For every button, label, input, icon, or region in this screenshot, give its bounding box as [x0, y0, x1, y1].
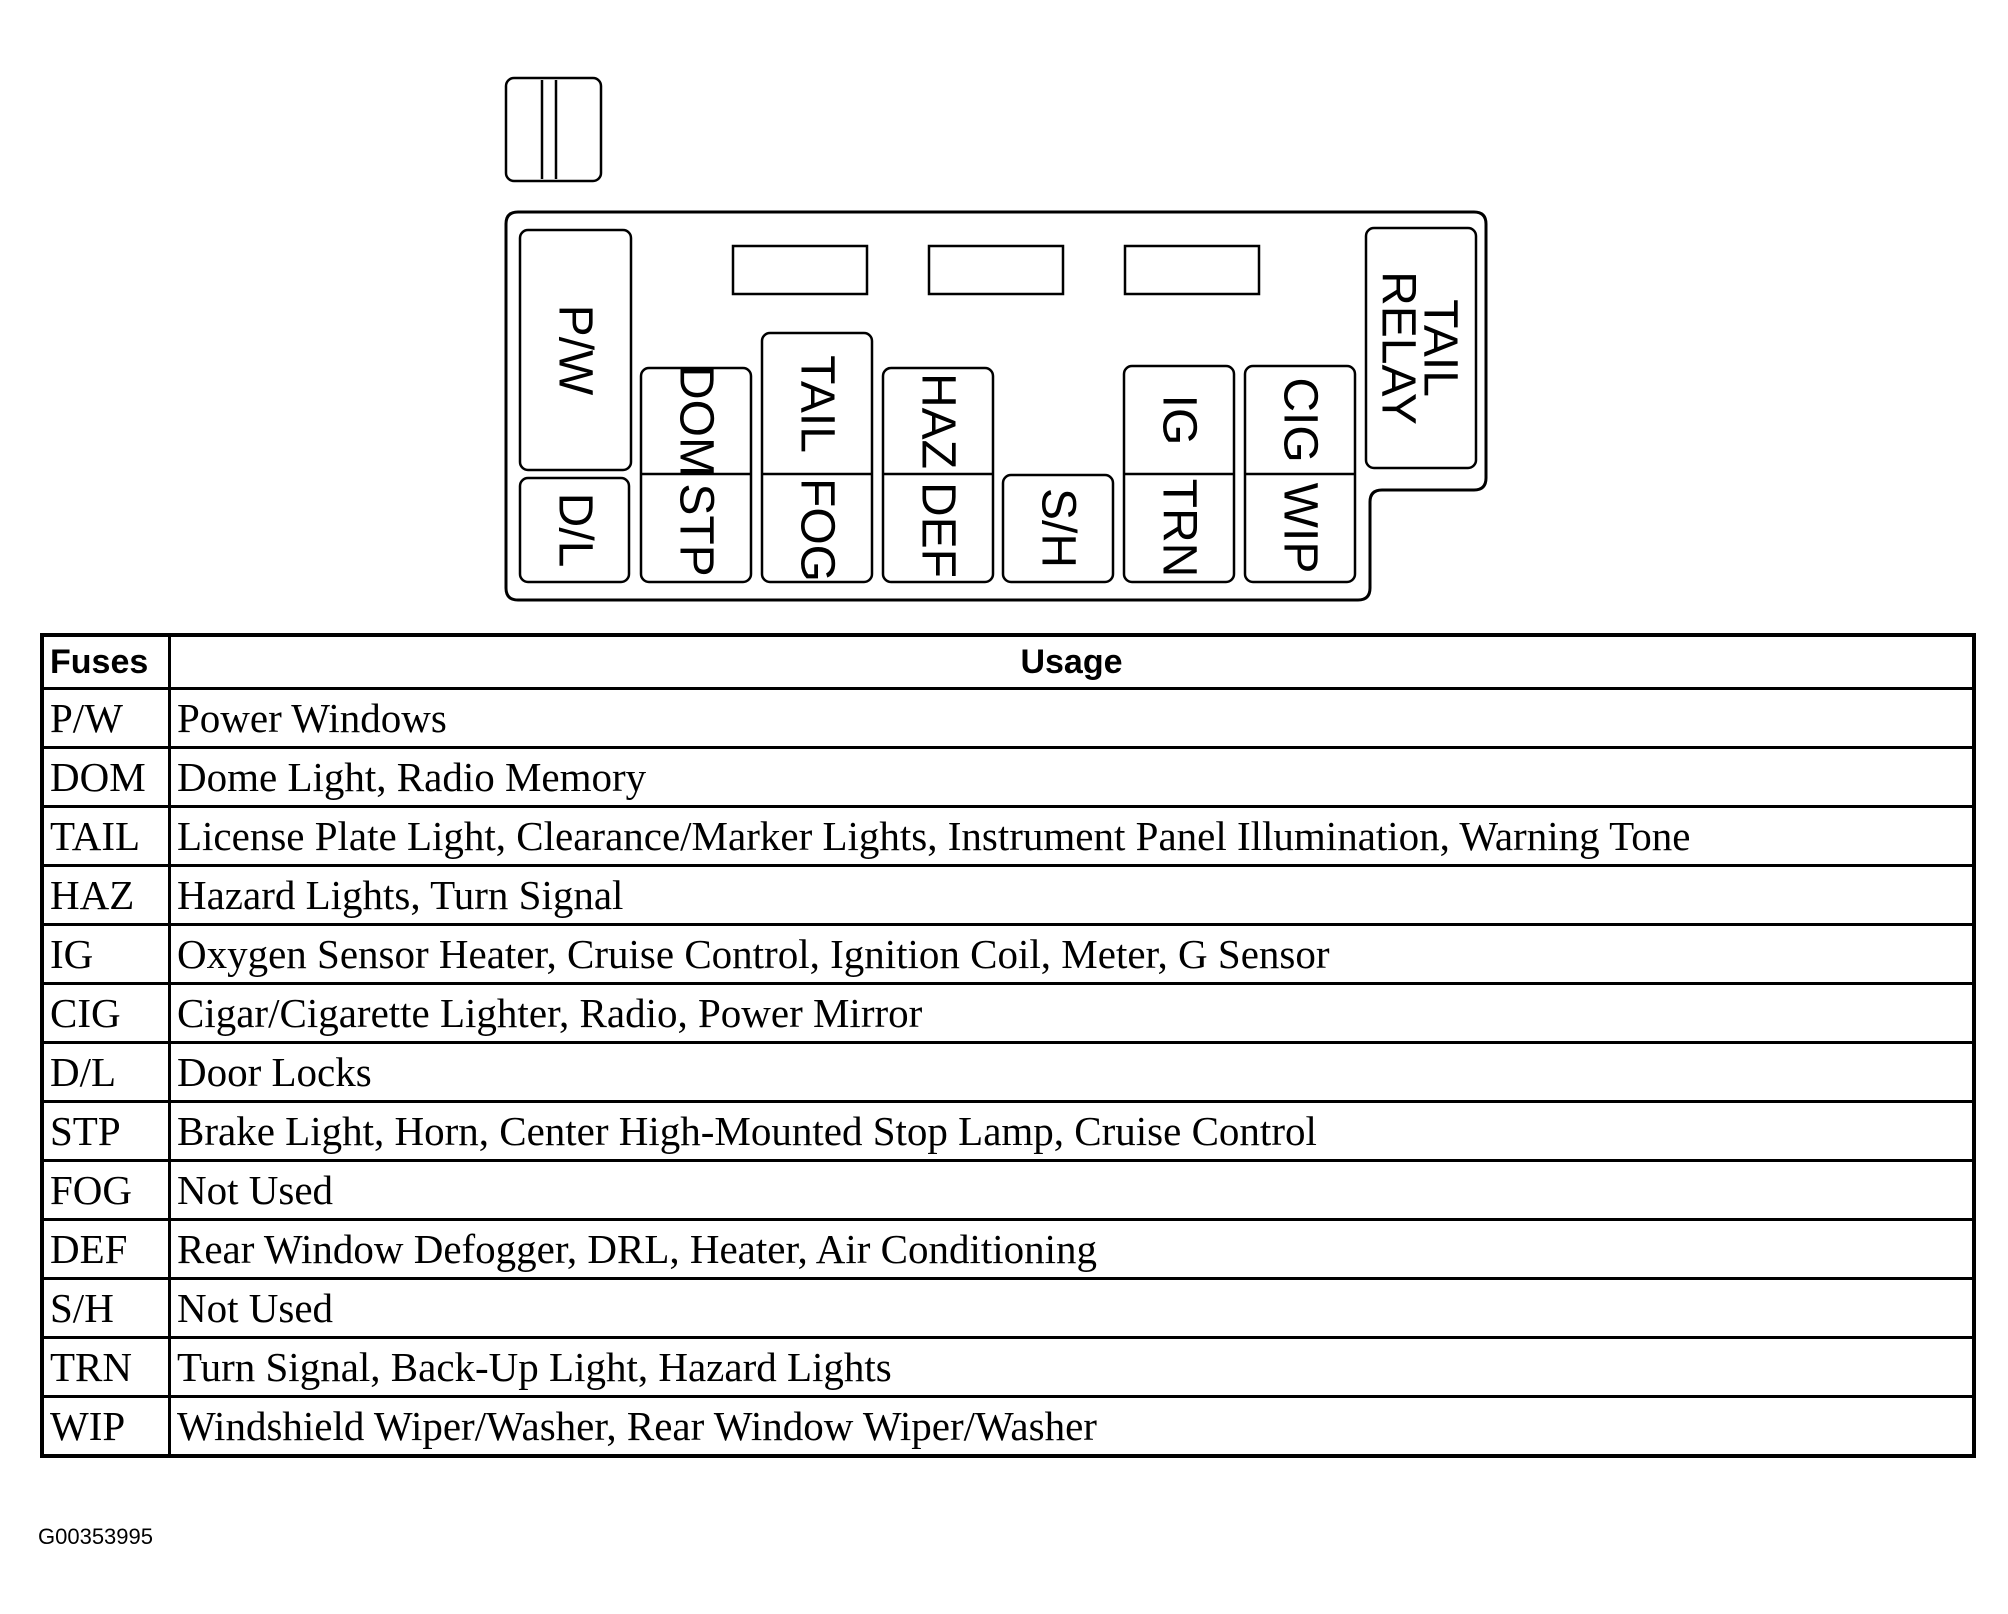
- fuse-name: FOG: [40, 1159, 171, 1221]
- relay-label-tail-line2: RELAY: [1372, 271, 1425, 425]
- fuse-label-dom: DOM: [670, 365, 723, 477]
- fuse-label-sh: S/H: [1032, 488, 1085, 568]
- spare-slot-2: [927, 244, 1065, 296]
- fuse-usage: Power Windows: [168, 687, 1976, 749]
- fuse-puller: [504, 76, 603, 183]
- fuse-name: DOM: [40, 746, 171, 808]
- fuse-name: IG: [40, 923, 171, 985]
- fuse-slot-tail-fog: [760, 331, 874, 584]
- header-fuses: Fuses: [40, 633, 171, 690]
- fuse-name: TAIL: [40, 805, 171, 867]
- header-usage: Usage: [168, 633, 1976, 690]
- fuse-usage: Dome Light, Radio Memory: [168, 746, 1976, 808]
- fuse-name: HAZ: [40, 864, 171, 926]
- fuse-usage: Cigar/Cigarette Lighter, Radio, Power Mi…: [168, 982, 1976, 1044]
- fuse-slot-sh: [1001, 473, 1115, 584]
- fuse-label-dl: D/L: [549, 493, 602, 568]
- fuse-label-stp: STP: [670, 483, 723, 576]
- fuse-name: P/W: [40, 687, 171, 749]
- fuse-usage: Rear Window Defogger, DRL, Heater, Air C…: [168, 1218, 1976, 1280]
- relay-label-tail-line1: TAIL: [1414, 299, 1467, 397]
- fuse-label-fog: FOG: [791, 478, 844, 582]
- fuse-usage: Brake Light, Horn, Center High-Mounted S…: [168, 1100, 1976, 1162]
- fuse-label-tail: TAIL: [791, 355, 844, 453]
- fuse-slot-dl: [518, 476, 631, 584]
- fuse-usage: Not Used: [168, 1277, 1976, 1339]
- fuse-label-haz: HAZ: [912, 373, 965, 469]
- fuse-label-cig: CIG: [1274, 377, 1327, 462]
- fuse-name: TRN: [40, 1336, 171, 1398]
- fuse-usage: License Plate Light, Clearance/Marker Li…: [168, 805, 1976, 867]
- fuse-label-trn: TRN: [1153, 479, 1206, 578]
- fuse-usage: Turn Signal, Back-Up Light, Hazard Light…: [168, 1336, 1976, 1398]
- fuse-usage: Door Locks: [168, 1041, 1976, 1103]
- fuse-slot-pw: [518, 228, 633, 472]
- figure-id: G00353995: [38, 1524, 153, 1549]
- fuse-name: S/H: [40, 1277, 171, 1339]
- fuse-usage: Hazard Lights, Turn Signal: [168, 864, 1976, 926]
- spare-slot-3: [1123, 244, 1261, 296]
- fuse-name: WIP: [40, 1395, 171, 1458]
- fuse-name: D/L: [40, 1041, 171, 1103]
- fuse-box-diagram: P/W D/L DOM STP TAIL FOG HAZ DEF S/H IG …: [504, 76, 1488, 602]
- fuse-name: DEF: [40, 1218, 171, 1280]
- table-header-row: Fuses Usage: [40, 633, 1976, 690]
- fuse-usage: Oxygen Sensor Heater, Cruise Control, Ig…: [168, 923, 1976, 985]
- fuse-label-wip: WIP: [1274, 483, 1327, 574]
- fuse-name: STP: [40, 1100, 171, 1162]
- relay-slot-tail: [1364, 226, 1478, 470]
- fuse-name: CIG: [40, 982, 171, 1044]
- spare-slot-1: [731, 244, 869, 296]
- fuse-label-ig: IG: [1153, 395, 1206, 446]
- fuse-label-pw: P/W: [549, 305, 602, 396]
- fuse-label-def: DEF: [912, 482, 965, 578]
- fuse-usage: Windshield Wiper/Washer, Rear Window Wip…: [168, 1395, 1976, 1458]
- fuse-usage: Not Used: [168, 1159, 1976, 1221]
